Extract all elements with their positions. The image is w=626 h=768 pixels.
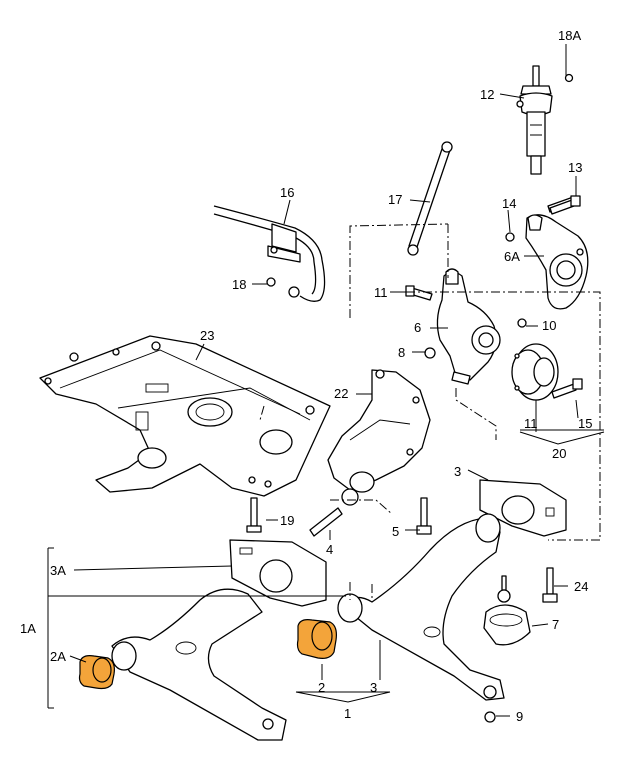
label-5: 5 [392, 524, 399, 539]
label-11-hub: 11 [524, 416, 538, 431]
control-arm-left [111, 588, 287, 741]
bracket-22 [327, 369, 431, 506]
assembly-lines [259, 223, 601, 600]
coupling-rod [407, 141, 453, 256]
label-14: 14 [502, 196, 516, 211]
callout-labels: 18A 12 13 16 17 14 6A 18 11 10 6 23 8 22… [20, 28, 592, 724]
bushing-3A [229, 539, 327, 607]
strut-assembly [516, 65, 574, 175]
knuckle-6 [436, 268, 501, 385]
label-15: 15 [578, 416, 592, 431]
label-1: 1 [344, 706, 351, 721]
label-4: 4 [326, 542, 333, 557]
label-12: 12 [480, 87, 494, 102]
label-1A: 1A [20, 621, 36, 636]
leader-lines [47, 44, 605, 717]
label-22: 22 [334, 386, 348, 401]
label-2: 2 [318, 680, 325, 695]
control-arm-right [337, 513, 505, 701]
label-3-top: 3 [454, 464, 461, 479]
label-11-bolt: 11 [374, 285, 388, 300]
label-9: 9 [516, 709, 523, 724]
subframe-23 [39, 335, 331, 497]
label-2A: 2A [50, 649, 66, 664]
wheel-hub [511, 343, 559, 401]
label-19: 19 [280, 513, 294, 528]
label-20: 20 [552, 446, 566, 461]
label-6A: 6A [504, 249, 520, 264]
ball-joint-7 [483, 589, 531, 646]
label-8: 8 [398, 345, 405, 360]
label-24: 24 [574, 579, 588, 594]
label-10: 10 [542, 318, 556, 333]
label-13: 13 [568, 160, 582, 175]
label-17: 17 [388, 192, 402, 207]
label-18A-top: 18A [558, 28, 581, 43]
label-3A: 3A [50, 563, 66, 578]
label-3-bottom: 3 [370, 680, 377, 695]
highlighted-bushings [78, 619, 337, 690]
label-16: 16 [280, 185, 294, 200]
stabilizer-bar [213, 205, 326, 302]
label-7: 7 [552, 617, 559, 632]
label-6: 6 [414, 320, 421, 335]
bushing-3-top [479, 479, 567, 537]
fasteners [246, 195, 583, 723]
label-18: 18 [232, 277, 246, 292]
label-23: 23 [200, 328, 214, 343]
